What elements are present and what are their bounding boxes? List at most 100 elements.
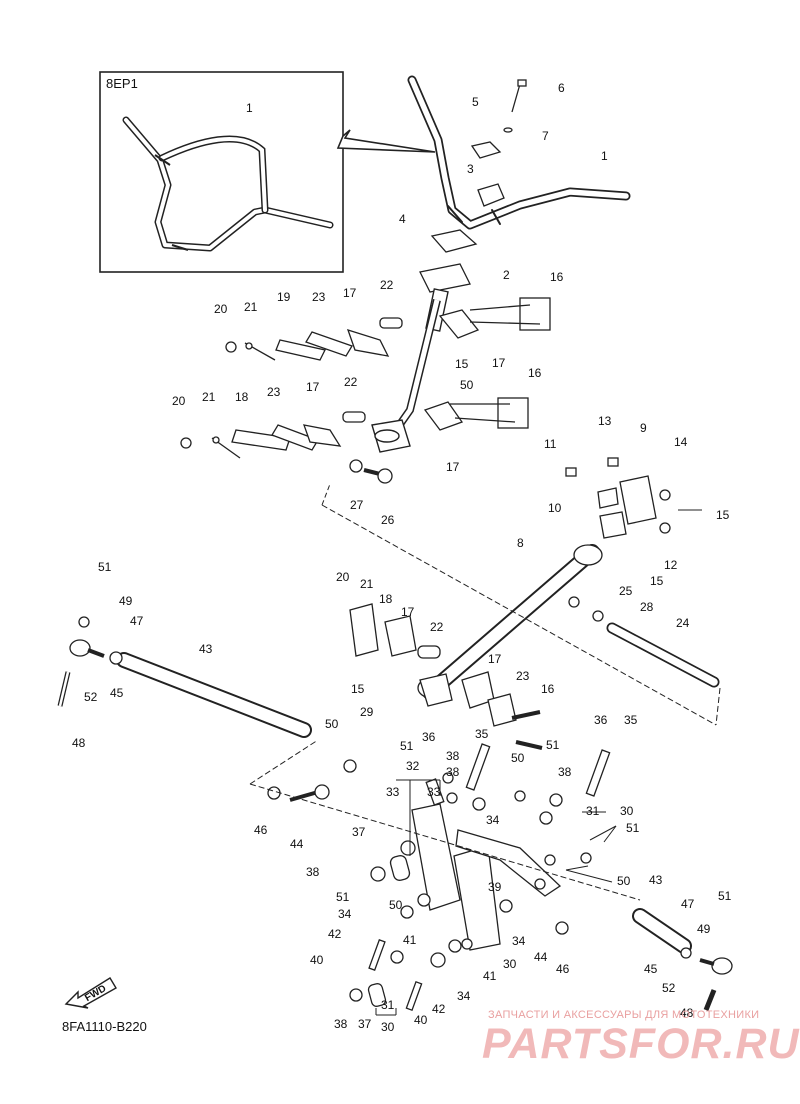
handlebar-holders xyxy=(419,79,527,293)
callout-38-e: 38 xyxy=(334,1017,348,1031)
callout-43-a: 43 xyxy=(199,642,213,656)
inset-clamp-b xyxy=(171,244,189,251)
callout-34-b: 34 xyxy=(338,907,352,921)
inset-handlebar-variant xyxy=(99,71,436,273)
callout-37-b: 37 xyxy=(358,1017,372,1031)
handlebar xyxy=(407,75,631,230)
callout-34-a: 34 xyxy=(486,813,500,827)
callout-25: 25 xyxy=(619,584,633,598)
callout-23-a: 23 xyxy=(312,290,326,304)
upper-link-group xyxy=(180,317,403,459)
callout-42-a: 42 xyxy=(328,927,342,941)
callout-38-d: 38 xyxy=(306,865,320,879)
callout-20-a: 20 xyxy=(214,302,228,316)
callout-15-b: 15 xyxy=(716,508,730,522)
callout-38-b: 38 xyxy=(558,765,572,779)
callout-22-b: 22 xyxy=(344,375,358,389)
callout-21-c: 21 xyxy=(360,577,374,591)
callout-50-b: 50 xyxy=(511,751,525,765)
callout-14: 14 xyxy=(674,435,688,449)
fwd-label: FWD xyxy=(83,983,108,1004)
callout-18-a: 18 xyxy=(235,390,249,404)
callout-24: 24 xyxy=(676,616,690,630)
callout-19: 19 xyxy=(277,290,291,304)
callout-17-a: 17 xyxy=(492,356,506,370)
upper-tie-rod-end xyxy=(349,459,393,484)
callout-34-c: 34 xyxy=(512,934,526,948)
callout-23-b: 23 xyxy=(267,385,281,399)
callout-34-d: 34 xyxy=(457,989,471,1003)
callout-17-d: 17 xyxy=(446,460,460,474)
callout-52-a: 52 xyxy=(84,690,98,704)
callout-51-e: 51 xyxy=(336,890,350,904)
callout-47-b: 47 xyxy=(681,897,695,911)
callout-49-a: 49 xyxy=(119,594,133,608)
callout-44-a: 44 xyxy=(290,837,304,851)
callout-46-a: 46 xyxy=(254,823,268,837)
callout-31-b: 31 xyxy=(381,998,395,1012)
callout-51-c: 51 xyxy=(400,739,414,753)
callout-16-b: 16 xyxy=(528,366,542,380)
callout-17-b: 17 xyxy=(343,286,357,300)
callout-23-c: 23 xyxy=(516,669,530,683)
callout-10: 10 xyxy=(548,501,562,515)
callout-50-d: 50 xyxy=(389,898,403,912)
inset-model-label: 8EP1 xyxy=(106,76,138,91)
callout-39: 39 xyxy=(488,880,502,894)
callout-29: 29 xyxy=(360,705,374,719)
callout-30-c: 30 xyxy=(381,1020,395,1034)
inset-crossbar-inner xyxy=(160,137,267,212)
callout-31-a: 31 xyxy=(586,804,600,818)
callout-40-a: 40 xyxy=(310,953,324,967)
callout-15-d: 15 xyxy=(351,682,365,696)
callout-43-b: 43 xyxy=(649,873,663,887)
callout-50-c: 50 xyxy=(325,717,339,731)
callout-11: 11 xyxy=(544,437,557,451)
callout-48-b: 48 xyxy=(680,1006,694,1020)
callout-36-b: 36 xyxy=(594,713,608,727)
callout-18-b: 18 xyxy=(379,592,393,606)
callout-20-c: 20 xyxy=(336,570,350,584)
callout-33-b: 33 xyxy=(427,785,441,799)
callout-17-c: 17 xyxy=(306,380,320,394)
inset-frame xyxy=(99,71,344,273)
callout-47-a: 47 xyxy=(130,614,144,628)
callout-40-b: 40 xyxy=(414,1013,428,1027)
callout-22-a: 22 xyxy=(380,278,394,292)
callout-2: 2 xyxy=(503,268,510,282)
callout-36-a: 36 xyxy=(422,730,436,744)
callout-28: 28 xyxy=(640,600,654,614)
watermark-logo: PARTSFOR.RU xyxy=(482,1020,800,1068)
callout-37-a: 37 xyxy=(352,825,366,839)
callout-4: 4 xyxy=(399,212,406,226)
callout-33-a: 33 xyxy=(386,785,400,799)
callout-27: 27 xyxy=(350,498,364,512)
callout-32: 32 xyxy=(406,759,420,773)
left-tie-rod xyxy=(57,616,357,802)
upper-right-brackets xyxy=(423,297,551,431)
callout-30-a: 30 xyxy=(620,804,634,818)
callout-35-a: 35 xyxy=(475,727,489,741)
callout-51-b: 51 xyxy=(546,738,560,752)
callout-inset-1: 1 xyxy=(246,101,253,115)
callout-49-b: 49 xyxy=(697,922,711,936)
callout-52-b: 52 xyxy=(662,981,676,995)
callout-9: 9 xyxy=(640,421,647,435)
callout-26: 26 xyxy=(381,513,395,527)
watermark-tagline: ЗАПЧАСТИ И АКСЕССУАРЫ ДЛЯ МОТОТЕХНИКИ xyxy=(488,1009,760,1021)
callout-35-b: 35 xyxy=(624,713,638,727)
callout-41-a: 41 xyxy=(403,933,417,947)
callout-30-b: 30 xyxy=(503,957,517,971)
inset-clamp-a xyxy=(154,154,171,166)
callout-3: 3 xyxy=(467,162,474,176)
leader-lines xyxy=(249,483,721,1016)
callout-21-a: 21 xyxy=(244,300,258,314)
callout-21-b: 21 xyxy=(202,390,216,404)
callout-15-a: 15 xyxy=(455,357,469,371)
callout-17-e: 17 xyxy=(401,605,415,619)
callout-38-c: 38 xyxy=(446,765,460,779)
callout-13: 13 xyxy=(598,414,612,428)
callout-50-e: 50 xyxy=(617,874,631,888)
